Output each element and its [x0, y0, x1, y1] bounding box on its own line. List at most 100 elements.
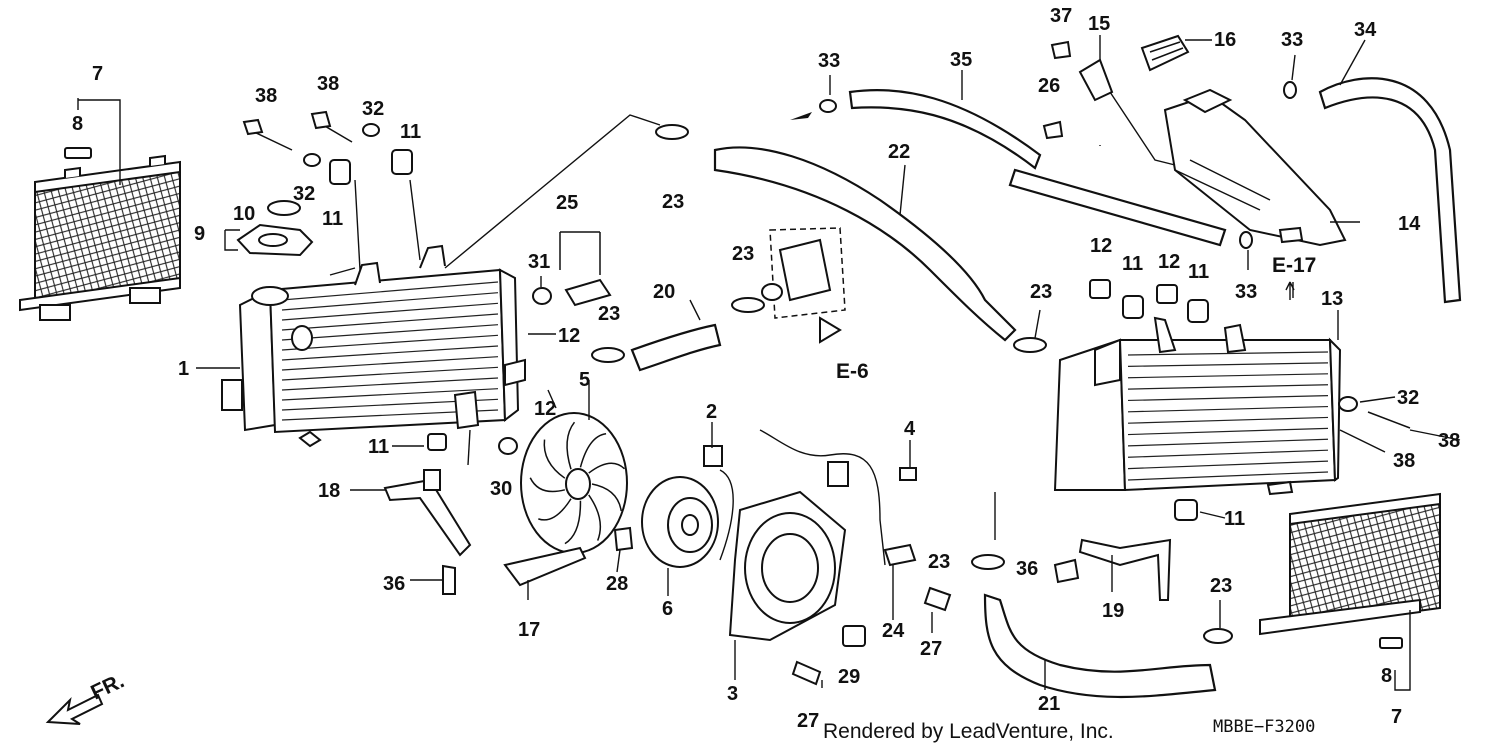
right-radiator-grille — [1259, 492, 1441, 649]
callout-27: 27 — [920, 638, 942, 660]
callout-18: 18 — [318, 480, 340, 502]
bolt-36b — [1053, 558, 1080, 584]
right-radiator — [1053, 316, 1342, 496]
fan-blade — [591, 483, 622, 512]
tank-cap-16 — [1140, 34, 1190, 72]
callout-13: 13 — [1321, 288, 1343, 310]
fan-blade — [566, 421, 576, 470]
reserve-tank-14 — [1163, 88, 1347, 247]
radiator-fin — [281, 377, 499, 391]
callout-1: 1 — [178, 358, 189, 380]
fan-blade-5 — [520, 412, 628, 554]
arrow-icon-2 — [329, 267, 356, 276]
callout-12: 12 — [558, 325, 580, 347]
radiator-fin — [1127, 351, 1329, 356]
callout-7: 7 — [1391, 706, 1402, 728]
connector-2 — [703, 445, 723, 467]
callout-32: 32 — [1397, 387, 1419, 409]
radiator-fin — [281, 302, 499, 321]
radiator-fin — [1127, 362, 1329, 367]
callout-12: 12 — [1158, 251, 1180, 273]
fan-wiring — [759, 429, 886, 566]
radiator-fin — [281, 388, 499, 401]
callout-30: 30 — [490, 478, 512, 500]
radiator-fin — [1127, 438, 1329, 447]
radiator-fin — [1127, 373, 1329, 379]
callout-8: 8 — [1381, 665, 1392, 687]
fan-blade — [588, 494, 602, 541]
radiator-fin — [281, 366, 499, 381]
radiator-fin — [281, 281, 499, 301]
callout-38: 38 — [255, 85, 277, 107]
callout-11: 11 — [368, 436, 389, 458]
fan-shroud-3 — [728, 490, 847, 642]
hose-35b — [1008, 168, 1227, 247]
callout-36: 36 — [383, 573, 405, 595]
callout-11: 11 — [1224, 508, 1245, 530]
callout-23: 23 — [598, 303, 620, 325]
callout-21: 21 — [1038, 693, 1060, 715]
left-radiator-grille — [19, 147, 181, 321]
callout-25: 25 — [556, 192, 578, 214]
connector — [827, 461, 849, 487]
radiator-fin — [1127, 449, 1329, 458]
radiator-fin — [281, 313, 499, 331]
leader-lines — [77, 35, 1461, 691]
radiator-fin — [1127, 416, 1329, 424]
center-fasteners — [613, 526, 952, 686]
callout-36: 36 — [1016, 558, 1038, 580]
callout-11: 11 — [400, 121, 421, 143]
callout-22: 22 — [888, 141, 910, 163]
radiator-fin — [281, 334, 499, 351]
callout-6: 6 — [662, 598, 673, 620]
hose-35 — [848, 89, 1042, 170]
callout-8: 8 — [72, 113, 83, 135]
callout-7: 7 — [92, 63, 103, 85]
fan-shroud-plate-17 — [503, 546, 587, 587]
fan-blade — [529, 477, 566, 493]
callout-15: 15 — [1088, 13, 1110, 35]
radiator-fin — [1127, 427, 1329, 436]
fan-motor-6 — [641, 476, 719, 568]
radiator-fin — [1127, 471, 1329, 481]
callout-28: 28 — [606, 573, 628, 595]
callout-11: 11 — [322, 208, 343, 230]
radiator-fin — [281, 324, 499, 341]
callout-20: 20 — [653, 281, 675, 303]
fan-blade — [579, 432, 607, 468]
cap-seal-10 — [267, 200, 301, 216]
callout-33: 33 — [1235, 281, 1257, 303]
callout-labels: 7 8 9 10 1 38 38 32 32 11 11 11 18 36 30… — [72, 5, 1460, 732]
tank-bracket-15 — [1042, 40, 1176, 166]
callout-32: 32 — [362, 98, 384, 120]
callout-27: 27 — [797, 710, 819, 732]
arrow-up-icon — [1285, 281, 1295, 300]
callout-38: 38 — [317, 73, 339, 95]
callout-34: 34 — [1354, 19, 1377, 41]
hose-20 — [630, 323, 722, 372]
callout-3: 3 — [727, 683, 738, 705]
bracket-19 — [1078, 538, 1172, 601]
bracket-18 — [383, 469, 472, 595]
callout-14: 14 — [1398, 213, 1421, 235]
fan-blade — [543, 439, 566, 479]
arrow-icon — [790, 112, 812, 120]
right-hardware — [1089, 279, 1411, 521]
radiator-fin — [1127, 384, 1329, 390]
thermostat-housing — [761, 227, 846, 344]
callout-12: 12 — [534, 398, 556, 420]
callout-23: 23 — [662, 191, 684, 213]
callout-38: 38 — [1393, 450, 1415, 472]
callout-4: 4 — [904, 418, 916, 440]
radiator-fin — [1127, 395, 1329, 402]
radiator-fin — [1127, 405, 1329, 413]
radiator-fin — [281, 356, 499, 371]
fan-blade — [588, 462, 626, 474]
fan-blade — [564, 500, 582, 545]
front-direction-arrow: FR. — [45, 669, 128, 725]
callout-5: 5 — [579, 369, 590, 391]
callout-29: 29 — [838, 666, 860, 688]
callout-10: 10 — [233, 203, 255, 225]
fan-blade — [538, 498, 572, 521]
